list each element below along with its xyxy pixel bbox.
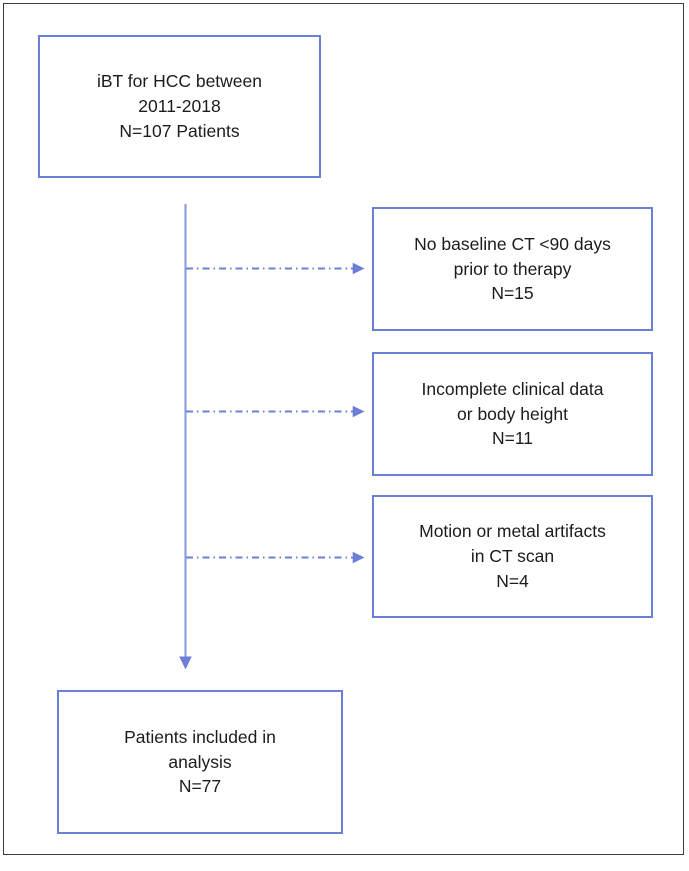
node-final-cohort-line-3: N=77 xyxy=(178,776,222,797)
node-exclusion-3: Motion or metal artifacts in CT scan N=4 xyxy=(372,495,653,618)
node-source-cohort-line-3: N=107 Patients xyxy=(119,120,240,141)
node-exclusion-3-line-3: N=4 xyxy=(496,570,529,591)
node-exclusion-2-line-2: or body height xyxy=(457,403,568,424)
node-source-cohort-line-2: 2011-2018 xyxy=(138,96,221,117)
node-final-cohort-line-1: Patients included in xyxy=(124,726,276,747)
node-exclusion-1: No baseline CT <90 days prior to therapy… xyxy=(372,207,653,331)
node-source-cohort: iBT for HCC between 2011-2018 N=107 Pati… xyxy=(38,35,321,178)
node-exclusion-1-line-1: No baseline CT <90 days xyxy=(414,233,611,254)
node-final-cohort-line-2: analysis xyxy=(168,751,232,772)
node-exclusion-2: Incomplete clinical data or body height … xyxy=(372,352,653,476)
node-source-cohort-line-1: iBT for HCC between xyxy=(96,71,263,92)
node-exclusion-2-line-3: N=11 xyxy=(491,428,534,449)
node-exclusion-3-line-1: Motion or metal artifacts xyxy=(419,521,606,542)
node-exclusion-3-line-2: in CT scan xyxy=(470,546,555,567)
node-exclusion-1-line-2: prior to therapy xyxy=(453,258,572,279)
node-exclusion-2-line-1: Incomplete clinical data xyxy=(421,378,604,399)
node-exclusion-1-line-3: N=15 xyxy=(491,283,534,304)
node-final-cohort: Patients included in analysis N=77 xyxy=(57,690,343,834)
